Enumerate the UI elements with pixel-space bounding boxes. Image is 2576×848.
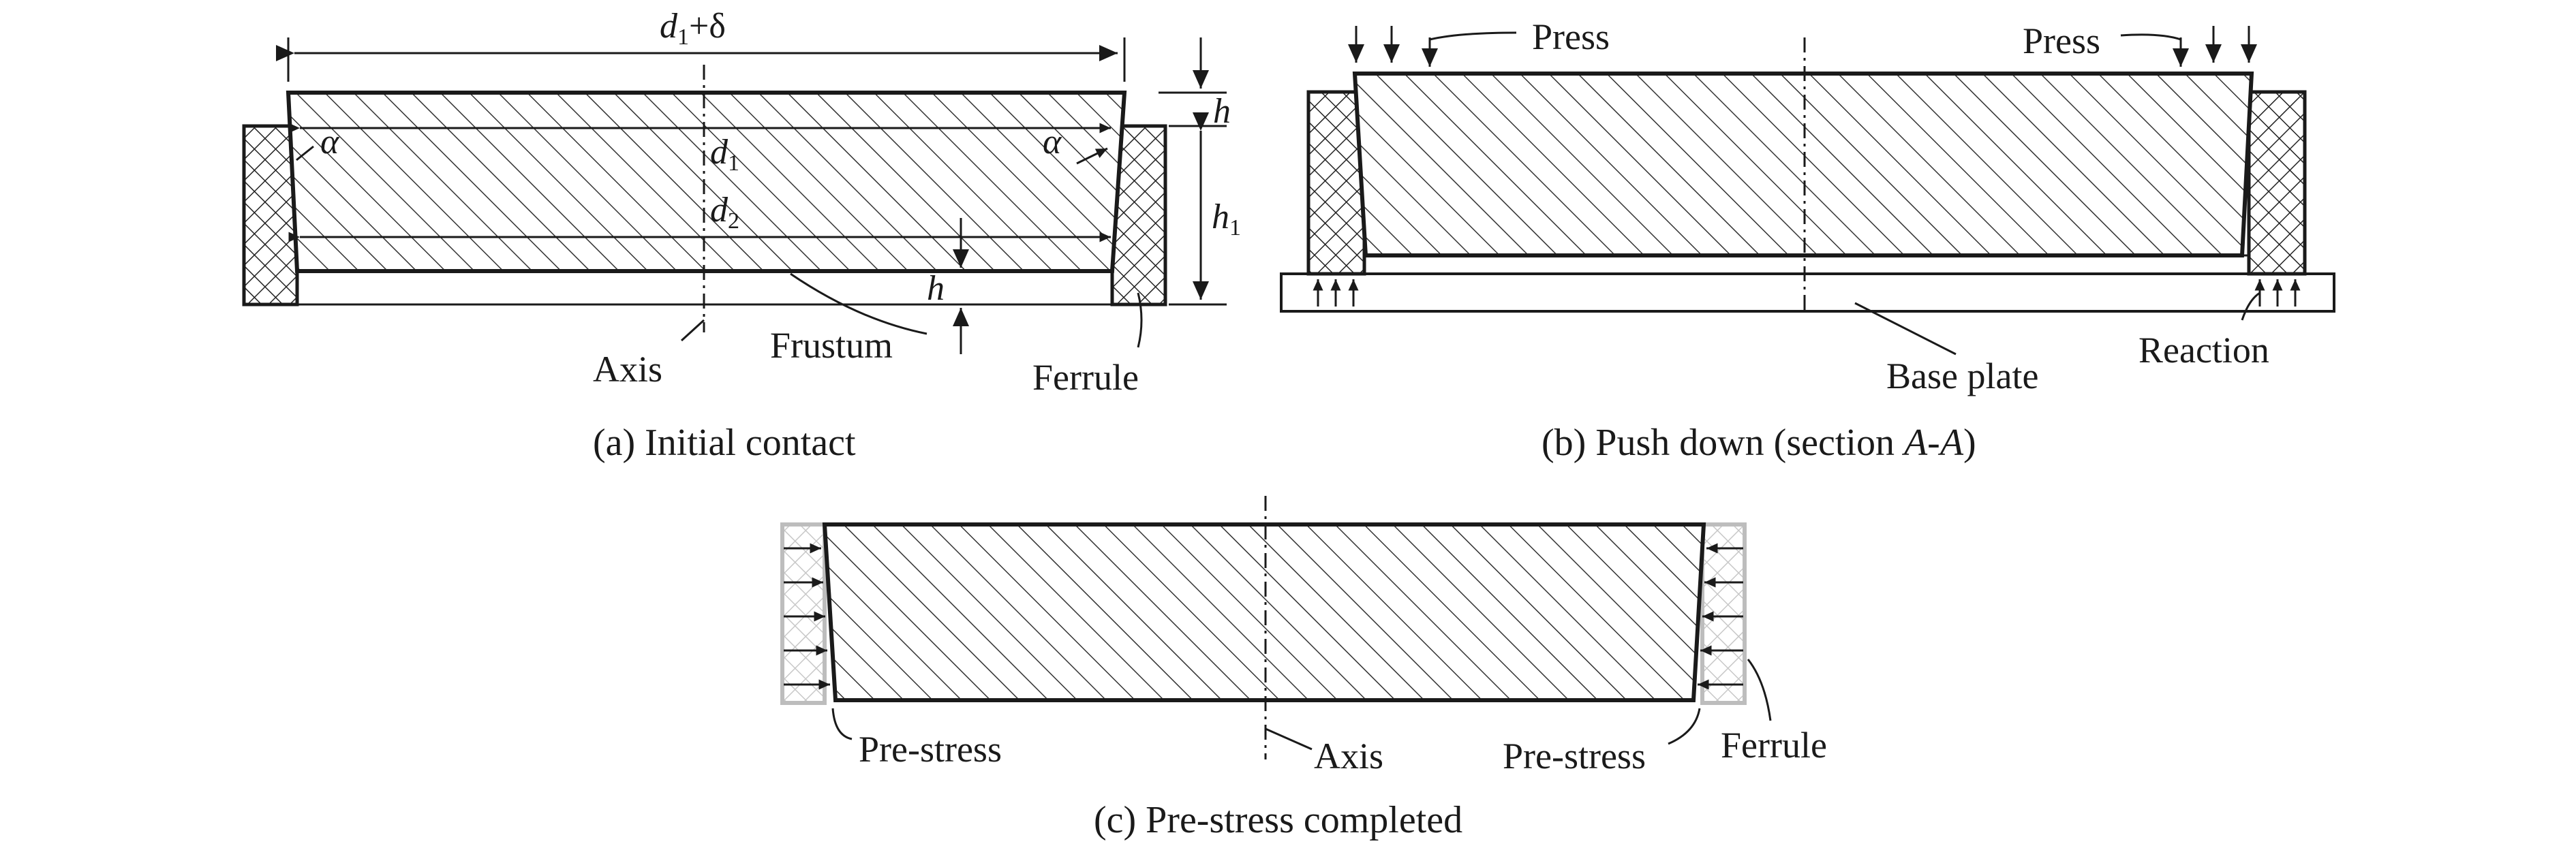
label-prestress-right: Pre-stress (1503, 736, 1646, 776)
label-h-top: h (1213, 92, 1231, 131)
label-h-bottom: h (927, 269, 945, 308)
frustum-b (1352, 72, 2254, 257)
label-axis-a: Axis (593, 349, 662, 390)
ferrule-right-c (1700, 522, 1747, 705)
base-plate (1280, 272, 2335, 313)
alpha-leader-left (296, 145, 314, 161)
label-prestress-left: Pre-stress (859, 729, 1002, 770)
ferrule-leader-c (1747, 659, 1772, 721)
label-ferrule-a: Ferrule (1032, 357, 1139, 398)
press-leader-right (2120, 33, 2181, 41)
axis-leader-a (680, 319, 705, 342)
label-d1-delta: d1+δ (660, 7, 726, 50)
label-frustum: Frustum (770, 325, 893, 366)
frustum-c (822, 522, 1706, 702)
ferrule-left (242, 124, 299, 307)
ferrule-leader-a (1137, 292, 1143, 348)
label-base-plate: Base plate (1886, 356, 2038, 396)
axis-leader-c (1265, 727, 1313, 751)
label-h1: h1 (1212, 198, 1241, 240)
ferrule-right-b (2247, 90, 2307, 276)
caption-a: (a) Initial contact (593, 422, 856, 464)
prestress-leader-left (831, 708, 853, 740)
alpha-leader-right (1076, 147, 1108, 165)
label-d2: d2 (710, 191, 739, 234)
label-reaction: Reaction (2138, 330, 2269, 371)
frustum-a (286, 91, 1127, 273)
label-press-right: Press (2023, 20, 2100, 61)
label-alpha-left: α (320, 123, 340, 161)
prestress-leader-right (1668, 708, 1701, 745)
frustum-leader (790, 272, 927, 335)
panel-c: Pre-stress Axis Pre-stress Ferrule (c) P… (780, 496, 1827, 841)
label-press-left: Press (1532, 16, 1610, 57)
ferrule-left-c (780, 522, 827, 705)
caption-c: (c) Pre-stress completed (1094, 799, 1462, 841)
reaction-leader (2241, 292, 2260, 321)
panel-a: d1+δ d1 d2 α α h h1 h Axis Frustum Ferru… (242, 7, 1241, 464)
base-plate-leader (1854, 302, 1957, 356)
label-ferrule-c: Ferrule (1721, 725, 1827, 766)
panel-b: Press Press Reaction Base plate (b) Push… (1280, 16, 2335, 464)
label-alpha-right: α (1043, 123, 1062, 161)
press-leader-left (1429, 31, 1517, 41)
caption-b: (b) Push down (section A-A) (1542, 422, 1976, 464)
label-axis-c: Axis (1314, 736, 1383, 776)
bottom-strip-b (1363, 254, 2250, 275)
label-d1: d1 (710, 133, 739, 176)
